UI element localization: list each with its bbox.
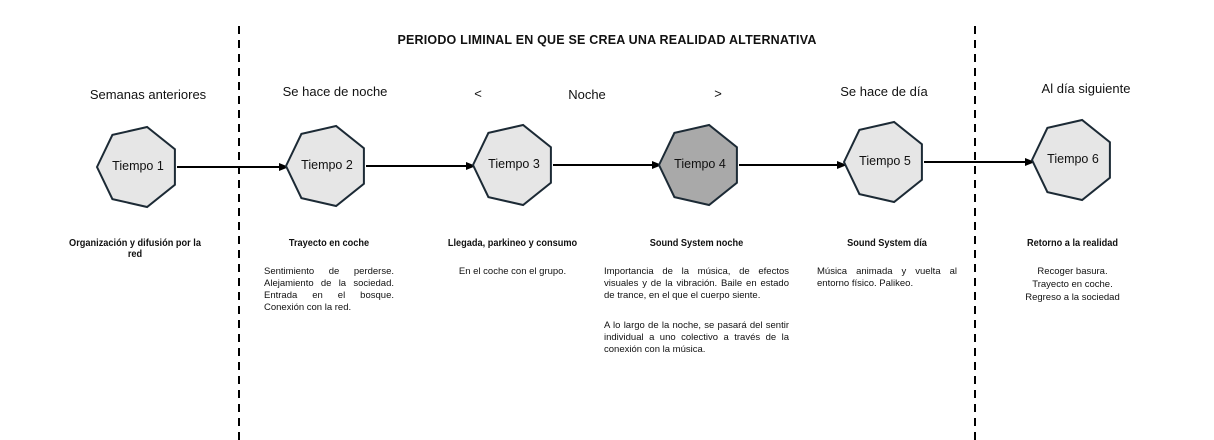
- heptagon-node-2: [284, 124, 365, 208]
- stage-description: Sentimiento de perderse. Alejamiento de …: [264, 266, 394, 313]
- phase-label-next-day: Al día siguiente: [1041, 81, 1131, 96]
- heptagon-node-6: [1030, 118, 1111, 202]
- stage-heading: Llegada, parkineo y consumo: [447, 238, 578, 249]
- heptagon-node-4: [657, 123, 738, 207]
- stage-description: Importancia de la música, de efectos vis…: [604, 266, 789, 301]
- stage-heading: Sound System día: [847, 238, 927, 249]
- heptagon-node-1: [95, 125, 176, 209]
- phase-label-weeks-before: Semanas anteriores: [89, 87, 207, 102]
- stage-heading: Organización y difusión por la red: [69, 238, 201, 260]
- stage-description: Recoger basura.: [1037, 266, 1108, 277]
- phase-label-nightfall: Se hace de noche: [282, 84, 388, 99]
- stage-description: Trayecto en coche.: [1032, 279, 1113, 290]
- stage-description: Regreso a la sociedad: [1025, 292, 1120, 303]
- phase-label-night: Noche: [568, 87, 606, 102]
- night-right-bracket: >: [714, 86, 722, 101]
- stage-description: A lo largo de la noche, se pasará del se…: [604, 320, 789, 355]
- stage-description: En el coche con el grupo.: [458, 266, 567, 277]
- stage-heading: Trayecto en coche: [288, 238, 370, 249]
- heptagon-node-3: [471, 123, 552, 207]
- heptagon-node-5: [842, 120, 923, 204]
- night-left-bracket: <: [474, 86, 482, 101]
- phase-label-daybreak: Se hace de día: [840, 84, 928, 99]
- diagram-title: PERIODO LIMINAL EN QUE SE CREA UNA REALI…: [397, 33, 817, 47]
- stage-heading: Sound System noche: [649, 238, 744, 249]
- stage-description: Música animada y vuelta al entorno físic…: [817, 266, 957, 289]
- stage-heading: Retorno a la realidad: [1026, 238, 1118, 249]
